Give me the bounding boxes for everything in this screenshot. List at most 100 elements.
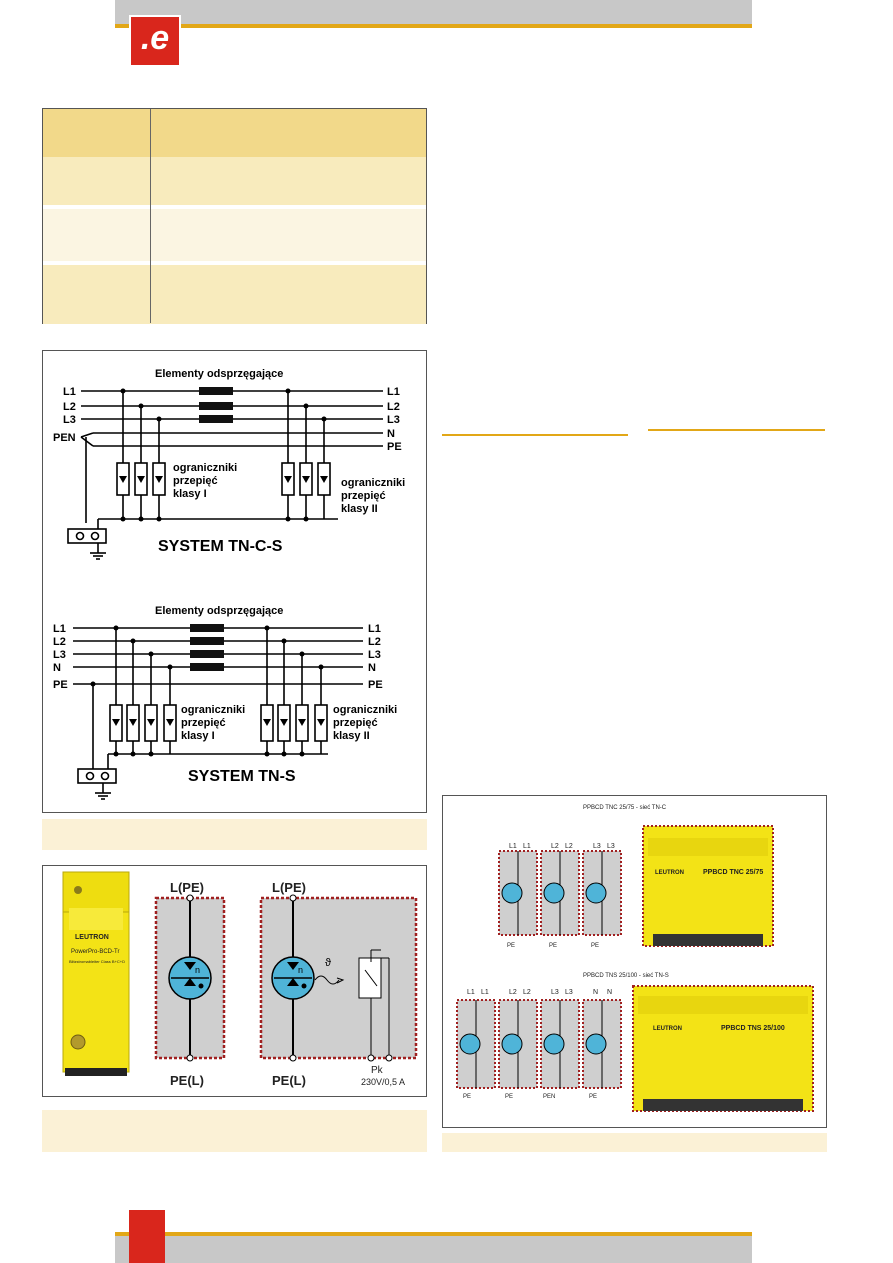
footer-rule bbox=[115, 1232, 752, 1236]
tns-label-5: L3 bbox=[551, 989, 559, 996]
tncs-class2-3: klasy II bbox=[341, 503, 378, 515]
tnc-label-3: L2 bbox=[551, 843, 559, 850]
diagram-caption bbox=[42, 819, 427, 850]
device-bottom-right: PE(L) bbox=[272, 1073, 306, 1088]
table-header-row bbox=[43, 109, 426, 157]
tns-label-3: L2 bbox=[509, 989, 517, 996]
tncs-class2-1: ograniczniki bbox=[341, 477, 405, 489]
table-row bbox=[43, 263, 426, 324]
tns-label-7: N bbox=[593, 989, 598, 996]
section-rule-left bbox=[442, 434, 628, 436]
tncs-right-l2: L2 bbox=[387, 401, 400, 413]
tns-label-4: L2 bbox=[523, 989, 531, 996]
product-frame: PPBCD TNC 25/75 - sieć TN-C L1 L1 L2 L2 … bbox=[442, 795, 827, 1128]
tns-class2-3: klasy II bbox=[333, 730, 370, 742]
table-row-sep bbox=[43, 261, 426, 265]
device-caption bbox=[42, 1110, 427, 1152]
tns-class2-2: przepięć bbox=[333, 717, 378, 729]
tncs-left-l1: L1 bbox=[63, 386, 76, 398]
tncs-left-l3: L3 bbox=[63, 414, 76, 426]
tns-pe-1: PE bbox=[463, 1094, 471, 1100]
device-top-left: L(PE) bbox=[170, 880, 204, 895]
device-bottom-left: PE(L) bbox=[170, 1073, 204, 1088]
table-row bbox=[43, 205, 426, 263]
device-top-right: L(PE) bbox=[272, 880, 306, 895]
tns-right-l2: L2 bbox=[368, 636, 381, 648]
tns-title-photo: PPBCD TNS 25/100 - sieć TN-S bbox=[583, 973, 669, 979]
device-n-right: n bbox=[298, 965, 303, 975]
page-number-box bbox=[129, 1210, 165, 1263]
wiring-diagrams: Elementy odsprzęgające L1 L2 L3 PEN L1 L… bbox=[53, 368, 405, 800]
tncs-system: SYSTEM TN-C-S bbox=[158, 538, 283, 555]
tns-right-l3: L3 bbox=[368, 649, 381, 661]
tns-class1-2: przepięć bbox=[181, 717, 226, 729]
tns-pe-2: PE bbox=[505, 1094, 513, 1100]
tns-right-n: N bbox=[368, 662, 376, 674]
logo: .e bbox=[129, 15, 181, 67]
logo-text: .e bbox=[140, 19, 170, 57]
tns-right-l1: L1 bbox=[368, 623, 381, 635]
tncs-right-pe: PE bbox=[387, 441, 402, 453]
tnc-label-2: L1 bbox=[523, 843, 531, 850]
device-frame: LEUTRON PowerPro-BCD-Tr Blitzstromableit… bbox=[42, 865, 427, 1097]
device-pk-rating: 230V/0,5 A bbox=[361, 1077, 405, 1087]
footer-band bbox=[115, 1236, 752, 1263]
tns-pe-4: PE bbox=[589, 1094, 597, 1100]
tncs-left-l2: L2 bbox=[63, 401, 76, 413]
diagram-frame: Elementy odsprzęgające L1 L2 L3 PEN L1 L… bbox=[42, 350, 427, 813]
tns-label-6: L3 bbox=[565, 989, 573, 996]
tnc-label-1: L1 bbox=[509, 843, 517, 850]
tns-brand: LEUTRON bbox=[653, 1026, 682, 1032]
tns-model: PPBCD TNS 25/100 bbox=[721, 1025, 785, 1032]
tns-label-8: N bbox=[607, 989, 612, 996]
tns-class2-1: ograniczniki bbox=[333, 704, 397, 716]
tnc-label-5: L3 bbox=[593, 843, 601, 850]
table-row-sep bbox=[43, 205, 426, 209]
tns-label-1: L1 bbox=[467, 989, 475, 996]
tns-right-pe: PE bbox=[368, 679, 383, 691]
tncs-class2-2: przepięć bbox=[341, 490, 386, 502]
tns-pe-3: PEN bbox=[543, 1094, 555, 1100]
table-col-sep bbox=[150, 109, 151, 323]
tnc-brand: LEUTRON bbox=[655, 870, 684, 876]
tncs-class1-1: ograniczniki bbox=[173, 462, 237, 474]
device-brand: LEUTRON bbox=[75, 934, 109, 941]
product-caption bbox=[442, 1133, 827, 1152]
tnc-pe-2: PE bbox=[549, 943, 557, 949]
tns-left-l1: L1 bbox=[53, 623, 66, 635]
product-photo: PPBCD TNC 25/75 - sieć TN-C L1 L1 L2 L2 … bbox=[456, 805, 814, 1112]
header-band bbox=[115, 0, 752, 24]
data-table bbox=[42, 108, 427, 324]
tnc-pe-3: PE bbox=[591, 943, 599, 949]
device-illustration: LEUTRON PowerPro-BCD-Tr Blitzstromableit… bbox=[62, 871, 418, 1088]
tns-left-pe: PE bbox=[53, 679, 68, 691]
tncs-right-l1: L1 bbox=[387, 386, 400, 398]
device-theta: ϑ bbox=[325, 957, 331, 969]
tnc-model: PPBCD TNC 25/75 bbox=[703, 869, 763, 876]
tns-class1-1: ograniczniki bbox=[181, 704, 245, 716]
tncs-right-n: N bbox=[387, 428, 395, 440]
device-pk: Pk bbox=[371, 1065, 384, 1076]
tns-left-l2: L2 bbox=[53, 636, 66, 648]
header-rule bbox=[115, 24, 752, 28]
tns-label-2: L1 bbox=[481, 989, 489, 996]
tns-left-n: N bbox=[53, 662, 61, 674]
tns-system: SYSTEM TN-S bbox=[188, 768, 296, 785]
tns-class1-3: klasy I bbox=[181, 730, 215, 742]
tns-left-l3: L3 bbox=[53, 649, 66, 661]
tnc-pe-1: PE bbox=[507, 943, 515, 949]
tns-title: Elementy odsprzęgające bbox=[155, 605, 283, 617]
tncs-class1-2: przepięć bbox=[173, 475, 218, 487]
tncs-left-pen: PEN bbox=[53, 432, 76, 444]
device-desc: Blitzstromableiter Class B+C+D bbox=[69, 959, 125, 964]
tnc-label-4: L2 bbox=[565, 843, 573, 850]
tncs-right-l3: L3 bbox=[387, 414, 400, 426]
device-n-mid: n bbox=[195, 965, 200, 975]
tnc-label-6: L3 bbox=[607, 843, 615, 850]
section-rule-right bbox=[648, 429, 825, 431]
table-row bbox=[43, 157, 426, 205]
tncs-title: Elementy odsprzęgające bbox=[155, 368, 283, 380]
tncs-class1-3: klasy I bbox=[173, 488, 207, 500]
device-model: PowerPro-BCD-Tr bbox=[71, 949, 119, 955]
tnc-title: PPBCD TNC 25/75 - sieć TN-C bbox=[583, 805, 667, 811]
